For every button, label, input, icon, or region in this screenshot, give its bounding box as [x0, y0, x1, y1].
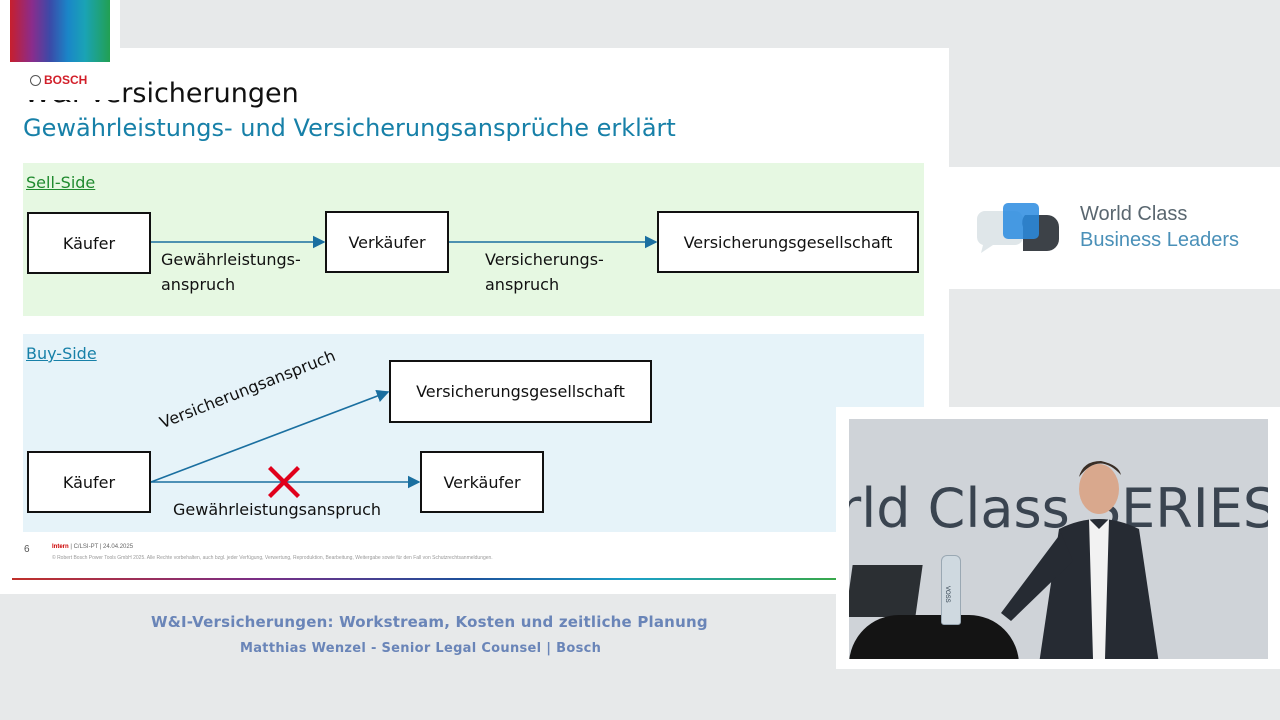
video-backdrop-text: rld Class SERIES	[849, 477, 1268, 540]
sell-warranty-claim-line2: anspruch	[161, 275, 236, 294]
buy-seller-box: Verkäufer	[420, 451, 544, 513]
slide-footer-meta: Intern | C/LSI-PT | 24.04.2025	[52, 544, 133, 550]
buy-side-arrows	[150, 389, 421, 498]
slide-subtitle: Gewährleistungs- und Versicherungsansprü…	[23, 114, 676, 142]
sell-side-panel: Sell-Side Käufer Verkäufer Versicherungs…	[23, 163, 924, 316]
slide-footer-copyright: © Robert Bosch Power Tools GmbH 2025. Al…	[52, 555, 493, 561]
buy-side-label: Buy-Side	[26, 344, 97, 363]
buy-warranty-claim-label: Gewährleistungsanspruch	[173, 500, 382, 519]
sell-insurance-claim-line2: anspruch	[485, 275, 560, 294]
slide-footer-classification: Intern	[52, 544, 69, 550]
bosch-wordmark-text: BOSCH	[44, 73, 88, 87]
sell-warranty-claim-label: Gewährleistungs- anspruch	[161, 247, 301, 297]
bottle-label: VOSS	[944, 586, 950, 603]
sell-buyer-box: Käufer	[27, 212, 151, 274]
water-bottle-icon: VOSS	[941, 555, 961, 625]
buy-side-panel: Buy-Side Versicherungsgesellschaft Käufe…	[23, 334, 924, 532]
buy-insurer-box: Versicherungsgesellschaft	[389, 360, 652, 423]
laptop-icon	[849, 565, 923, 617]
sell-insurer-box: Versicherungsgesellschaft	[657, 211, 919, 273]
sell-side-label: Sell-Side	[26, 173, 96, 192]
world-class-text: World Class	[1080, 203, 1188, 225]
bosch-armature-icon	[30, 74, 41, 86]
sell-seller-box: Verkäufer	[325, 211, 449, 273]
buy-buyer-to-insurer-arrow	[150, 389, 390, 483]
world-class-logo-panel: World Class Business Leaders	[949, 167, 1280, 289]
bosch-color-stripes	[10, 0, 110, 62]
slide-footer-meta-text: | C/LSI-PT | 24.04.2025	[68, 544, 134, 550]
cross-icon	[268, 466, 300, 498]
slide-footer-color-bar	[12, 578, 836, 580]
speaker-video: rld Class SERIES VOSS	[849, 419, 1268, 659]
sell-side-arrows	[151, 235, 658, 249]
bosch-wordmark: BOSCH	[30, 73, 87, 87]
business-leaders-text: Business Leaders	[1080, 229, 1239, 251]
sell-warranty-claim-line1: Gewährleistungs-	[161, 250, 301, 269]
talk-title-caption: W&I-Versicherungen: Workstream, Kosten u…	[151, 613, 708, 631]
slide: W&I Versicherungen Gewährleistungs- und …	[0, 48, 949, 594]
sell-insurance-claim-line1: Versicherungs-	[485, 250, 604, 269]
speech-bubbles-icon	[977, 203, 1059, 253]
slide-page-number: 6	[24, 544, 30, 555]
video-table	[849, 615, 1019, 659]
bosch-logo: BOSCH	[0, 0, 120, 100]
buy-buyer-box: Käufer	[27, 451, 151, 513]
speaker-caption: Matthias Wenzel - Senior Legal Counsel |…	[240, 641, 602, 656]
speaker-person-figure	[1001, 461, 1159, 659]
sell-insurance-claim-label: Versicherungs- anspruch	[485, 247, 604, 297]
